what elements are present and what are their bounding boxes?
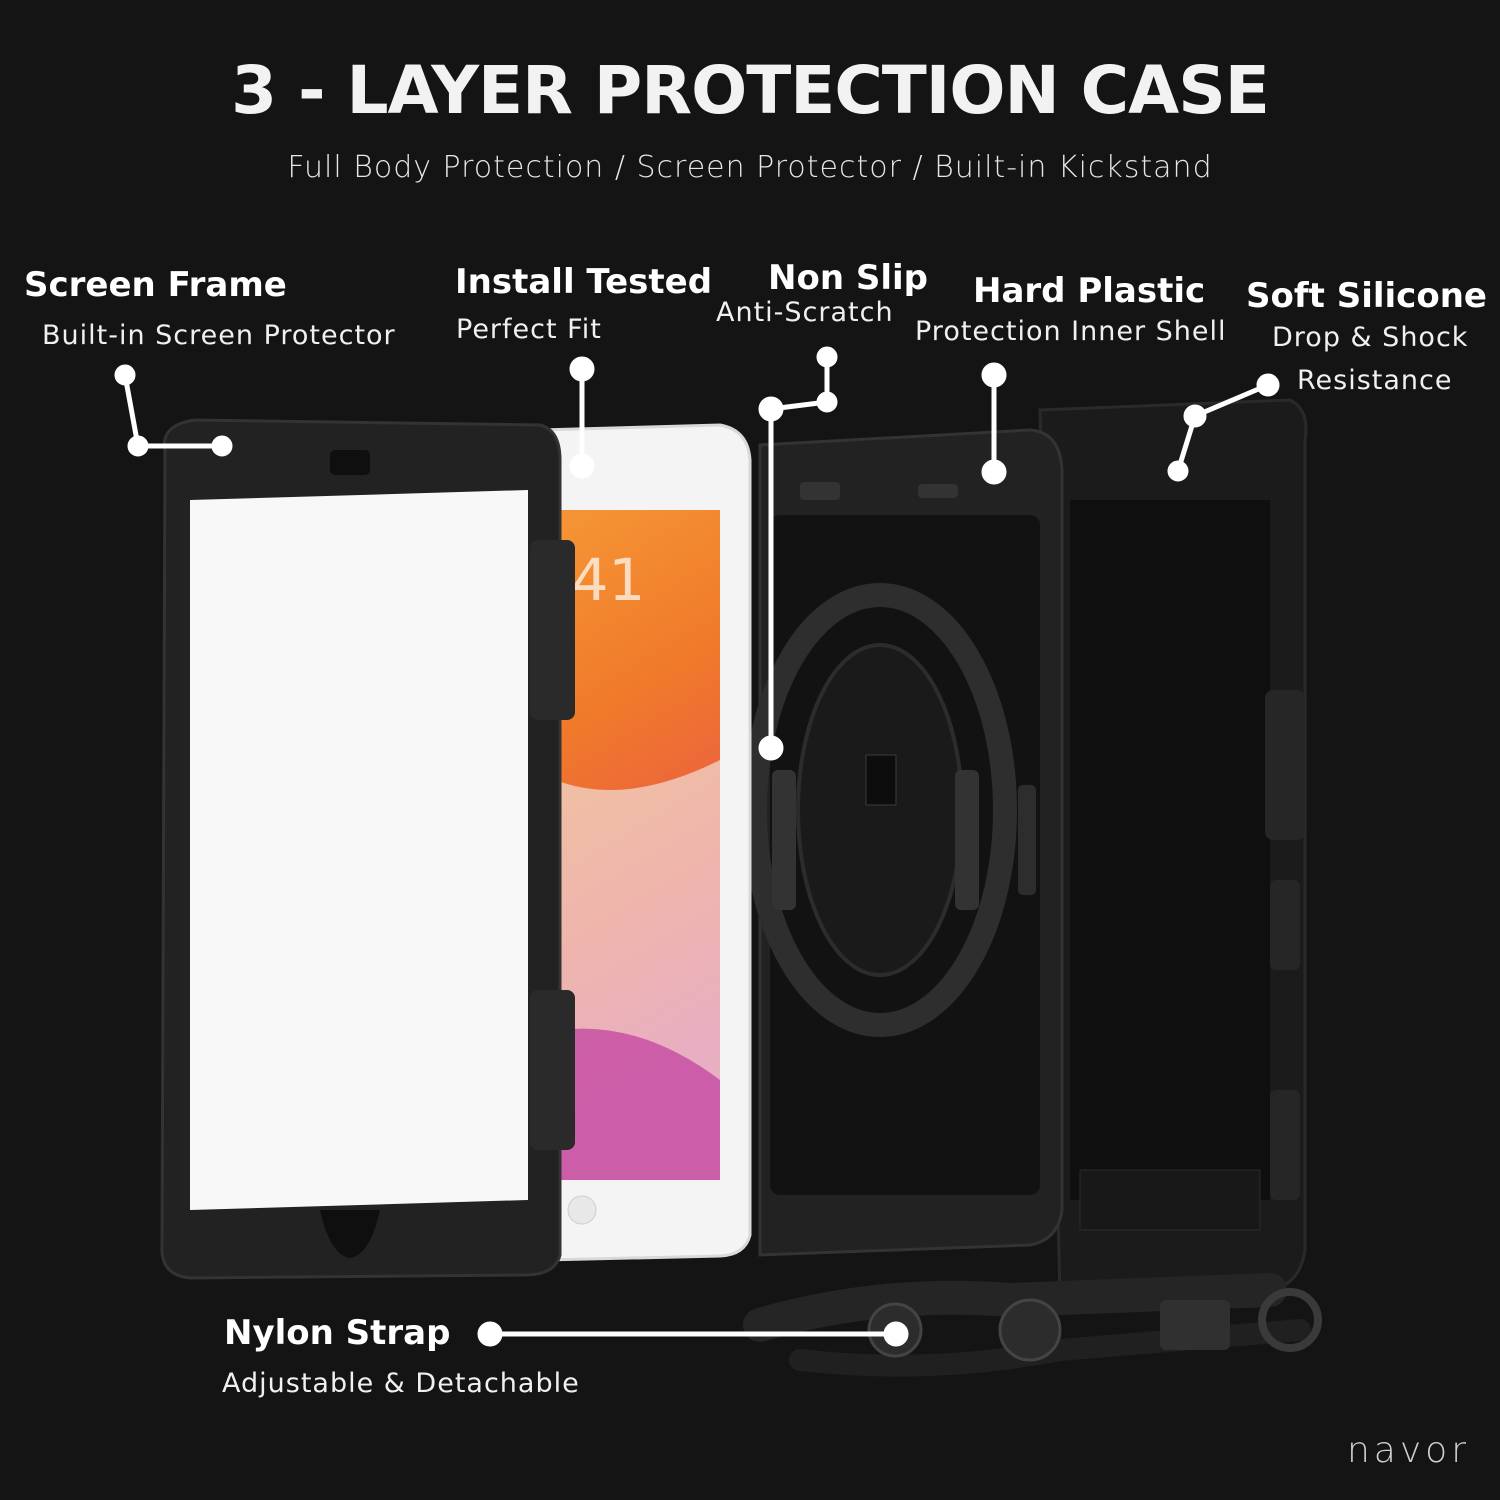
nylon-strap-heading: Nylon Strap — [224, 1313, 451, 1353]
install-tested-detail: Perfect Fit — [456, 314, 602, 345]
soft-silicone-heading: Soft Silicone — [1246, 276, 1487, 316]
non-slip-detail: Anti-Scratch — [716, 297, 894, 328]
leader-lines — [114, 346, 1280, 1347]
hard-plastic-heading: Hard Plastic — [973, 271, 1206, 311]
install-tested-heading: Install Tested — [455, 262, 713, 302]
screen-frame — [160, 418, 575, 1280]
non-slip-heading: Non Slip — [768, 258, 928, 298]
nylon-strap-detail: Adjustable & Detachable — [222, 1368, 580, 1399]
soft-silicone-detail-line1: Drop & Shock — [1272, 322, 1469, 353]
screen-frame-heading: Screen Frame — [24, 265, 287, 305]
soft-silicone-detail-line2: Resistance — [1297, 365, 1453, 396]
brand-logo: navor — [1346, 1430, 1470, 1471]
screen-frame-detail: Built-in Screen Protector — [42, 320, 396, 351]
page-title: 3 - LAYER PROTECTION CASE — [231, 52, 1270, 129]
silicone-bumper — [1038, 398, 1308, 1302]
hard-plastic-shell — [743, 428, 1064, 1257]
nylon-strap — [743, 1273, 1322, 1377]
page-subtitle: Full Body Protection / Screen Protector … — [287, 150, 1213, 185]
hard-plastic-detail: Protection Inner Shell — [915, 316, 1227, 347]
